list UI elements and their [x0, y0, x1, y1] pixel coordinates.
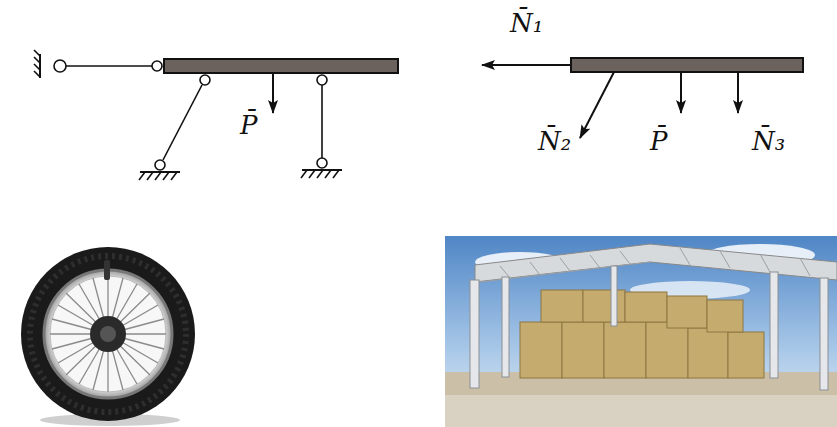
force-label: P̄ [650, 128, 668, 154]
barn-photo [445, 236, 837, 427]
free-body [482, 58, 803, 138]
wheel-photo [21, 247, 195, 426]
force-label: N̄₁ [510, 10, 543, 36]
beam-scheme [34, 50, 398, 180]
force-label: P̄ [240, 112, 258, 138]
force-label: N̄₃ [752, 128, 785, 154]
force-label: N̄₂ [538, 128, 571, 154]
